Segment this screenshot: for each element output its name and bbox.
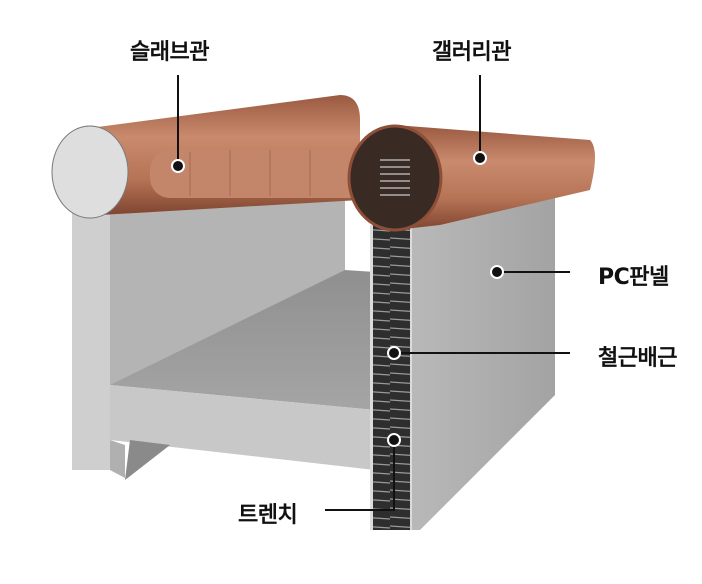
back-wall: [110, 195, 345, 385]
pc-panel-wall: [410, 150, 555, 530]
leader-lines: [177, 75, 570, 511]
pc-panel-marker-icon: [490, 265, 504, 279]
label-trench: 트렌치: [238, 503, 298, 528]
rebar-marker-icon: [387, 346, 401, 360]
pipe-rebar-inner: [380, 159, 410, 196]
label-gallery-pipe: 갤러리관: [432, 40, 511, 65]
trench-marker-icon: [387, 433, 401, 447]
slab-pipe-marker-icon: [171, 159, 185, 173]
label-rebar: 철근배근: [598, 346, 677, 371]
floor-slab: [110, 270, 375, 480]
slab-pipe: [51, 95, 390, 219]
gallery-pipe: [347, 124, 595, 232]
label-pc-panel: PC판넬: [598, 265, 669, 290]
left-wall: [72, 200, 125, 478]
gallery-pipe-marker-icon: [473, 151, 487, 165]
rebar-section: [370, 225, 412, 530]
label-slab-pipe: 슬래브관: [130, 40, 209, 65]
leader-dots: [171, 151, 504, 447]
